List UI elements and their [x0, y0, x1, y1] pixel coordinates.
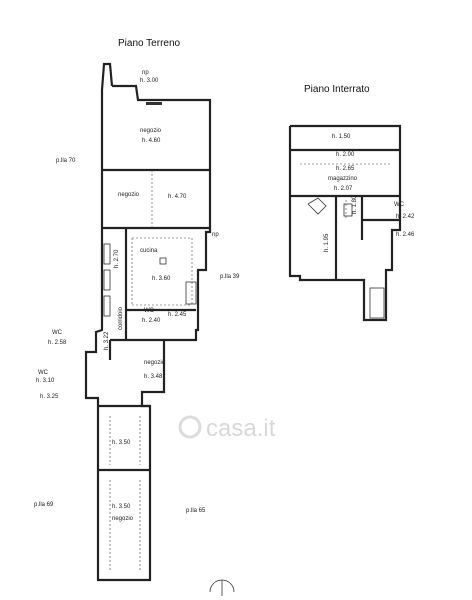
label-b-h3: h. 2.65 [336, 166, 355, 172]
watermark: casa.it [178, 415, 276, 442]
label-b-h1: h. 1.50 [332, 134, 351, 140]
window-mark [146, 102, 162, 105]
label-cucina: cucina [140, 248, 158, 254]
label-plla-70: p.lla 70 [56, 158, 76, 164]
label-negozio-2-h: h. 4.70 [168, 194, 187, 200]
label-negozio-4: negozio [112, 516, 134, 522]
basement-diagonal [307, 197, 327, 215]
label-plla-39: p.lla 39 [220, 274, 240, 280]
label-b-h7: h. 1.80 [352, 195, 358, 214]
ground-floor-title: Piano Terreno [118, 38, 181, 49]
label-wc-h: h. 2.45 [168, 312, 187, 318]
label-negozio-1-h: h. 4.60 [142, 138, 161, 144]
column-mark [159, 257, 167, 265]
label-wc-left-h: h. 2.58 [48, 340, 67, 346]
label-b-h4: h. 2.07 [334, 186, 353, 192]
label-wc-left: WC [52, 330, 63, 336]
label-b-h2: h. 2.00 [336, 152, 355, 158]
label-negozio-3-h: h. 3.48 [144, 374, 163, 380]
label-negozio-2: negozio [118, 192, 140, 198]
label-plla-65: p.lla 65 [186, 508, 206, 514]
basement-title: Piano Interrato [304, 84, 370, 95]
ground-floor-plan: np h. 3.00 negozio h. 4.60 negozio h. 4.… [34, 62, 240, 596]
basement-plan: h. 1.50 h. 2.00 h. 2.65 magazzino h. 2.0… [288, 124, 415, 322]
watermark-text: casa.it [206, 415, 276, 442]
label-b-h6: h. 1.95 [324, 233, 330, 252]
label-b-wc: WC [394, 202, 405, 208]
basement-stair [369, 287, 385, 319]
label-plla-69: p.lla 69 [34, 502, 54, 508]
label-magazzino: magazzino [328, 176, 358, 182]
label-wc-h2: h. 2.40 [142, 318, 161, 324]
label-side-h: h. 2.70 [114, 249, 120, 268]
label-negozio-3: negozio [144, 360, 166, 366]
label-wc-left2-h: h. 3.10 [36, 378, 55, 384]
stair-mark [185, 281, 197, 305]
label-wc: WC [144, 308, 155, 314]
label-cucina-np: np [212, 232, 219, 238]
label-b-wc-h: h. 2.42 [396, 214, 415, 220]
shelf-mark [103, 243, 111, 265]
label-negozio-1: negozio [140, 128, 162, 134]
label-b-h5: h. 2.46 [396, 232, 415, 238]
label-top-np: np [142, 70, 149, 76]
basement-fixture [343, 203, 353, 217]
label-small-h: h. 3.22 [104, 331, 110, 350]
shelf-mark-3 [103, 295, 111, 317]
label-left-h3: h. 3.25 [40, 394, 59, 400]
label-corridor: corridoio [118, 306, 124, 330]
label-top-h: h. 3.00 [140, 78, 159, 84]
label-cucina-h: h. 3.60 [152, 276, 171, 282]
label-negozio-4-h: h. 3.50 [112, 504, 131, 510]
label-wc-left2: WC [38, 370, 49, 376]
label-hall-h: h. 3.50 [112, 440, 131, 446]
shelf-mark-2 [103, 269, 111, 291]
